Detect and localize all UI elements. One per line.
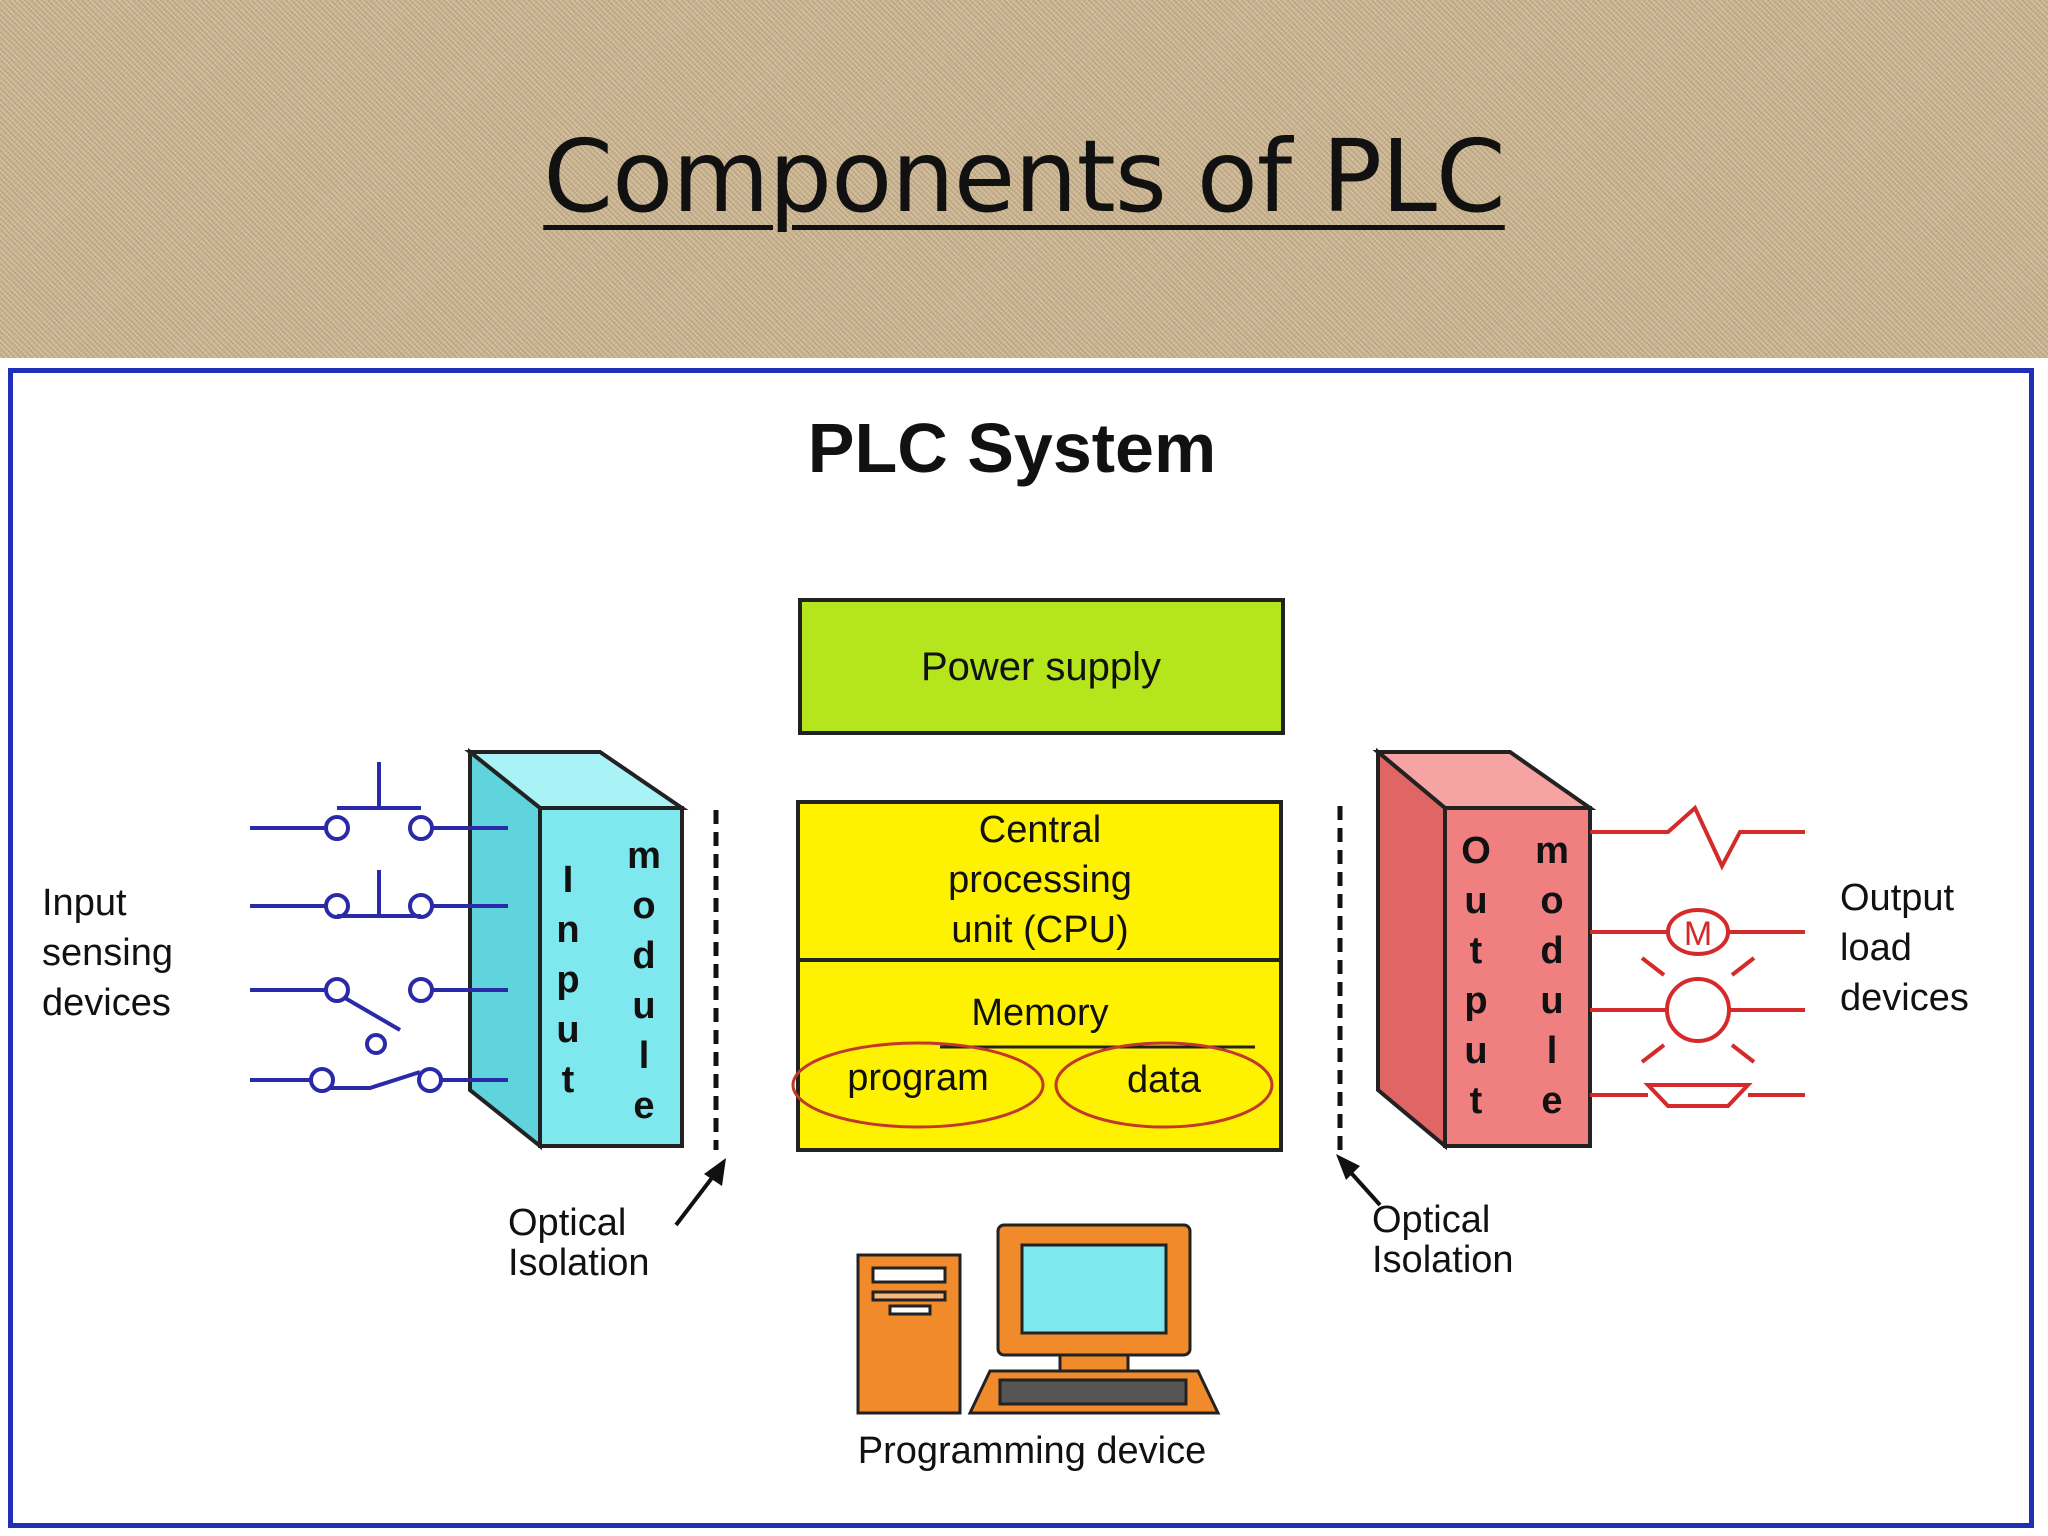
output-module-letter: p [1464, 980, 1487, 1022]
output-devices-label: Output [1840, 877, 1955, 919]
output-module-letter: u [1540, 980, 1563, 1022]
input-module-letter: I [563, 859, 574, 901]
programming-device-icon [856, 1223, 1221, 1415]
output-devices-wiring [1590, 804, 1805, 1108]
program-ellipse [791, 1041, 1045, 1129]
input-module-letter: e [633, 1085, 654, 1127]
lamp-symbol [1665, 977, 1731, 1043]
output-module-letter: t [1470, 1080, 1483, 1122]
output-module-letter: m [1535, 830, 1569, 872]
power-supply-label: Power supply [921, 645, 1161, 689]
output-module-letter: O [1461, 830, 1491, 872]
motor-symbol-label: M [1684, 915, 1712, 953]
power-supply-box [798, 598, 1285, 735]
input-module-letter: o [632, 885, 655, 927]
cpu-label-line-3: unit (CPU) [951, 909, 1128, 951]
input-switches [250, 762, 508, 1093]
program-label: program [847, 1057, 989, 1099]
data-ellipse [1054, 1041, 1274, 1129]
input-module-letter: t [562, 1059, 575, 1101]
input-devices-label: devices [42, 982, 171, 1024]
input-module-letter: p [556, 959, 579, 1001]
output-module-letter: t [1470, 930, 1483, 972]
optical-isolation-left-label: Optical [508, 1202, 626, 1244]
output-module [1372, 747, 1597, 1151]
output-module-letter: d [1540, 930, 1563, 972]
optical-isolation-arrows [674, 1154, 1382, 1227]
output-devices-label: load [1840, 927, 1912, 969]
horn-symbol [1643, 1083, 1753, 1108]
input-devices-label: Input [42, 882, 127, 924]
input-module-letter: n [556, 909, 579, 951]
input-module-letter: l [639, 1035, 650, 1077]
input-module-letter: u [556, 1009, 579, 1051]
cpu-label-line-1: Central [979, 809, 1102, 851]
output-module-letter: l [1547, 1030, 1558, 1072]
slide-title: Components of PLC [543, 118, 1505, 235]
optical-isolation-left-label: Isolation [508, 1242, 650, 1284]
motor-symbol [1666, 908, 1730, 956]
data-label: data [1127, 1059, 1202, 1101]
output-module-letter: o [1540, 880, 1563, 922]
input-module-letter: m [627, 835, 661, 877]
input-module [464, 747, 689, 1151]
output-module-letter: u [1464, 880, 1487, 922]
input-devices-label: sensing [42, 932, 173, 974]
output-devices-label: devices [1840, 977, 1969, 1019]
input-module-letter: u [632, 985, 655, 1027]
cpu-box [796, 800, 1283, 1152]
optical-isolation-right-label: Isolation [1372, 1239, 1514, 1281]
programming-device-label: Programming device [858, 1430, 1206, 1472]
input-module-letter: d [632, 935, 655, 977]
output-module-letter: e [1541, 1080, 1562, 1122]
output-module-letter: u [1464, 1030, 1487, 1072]
cpu-label-line-2: processing [948, 859, 1132, 901]
optical-isolation-right-label: Optical [1372, 1199, 1490, 1241]
memory-label: Memory [971, 992, 1108, 1034]
diagram-title: PLC System [808, 409, 1216, 487]
slide-header: Components of PLC [0, 0, 2048, 358]
